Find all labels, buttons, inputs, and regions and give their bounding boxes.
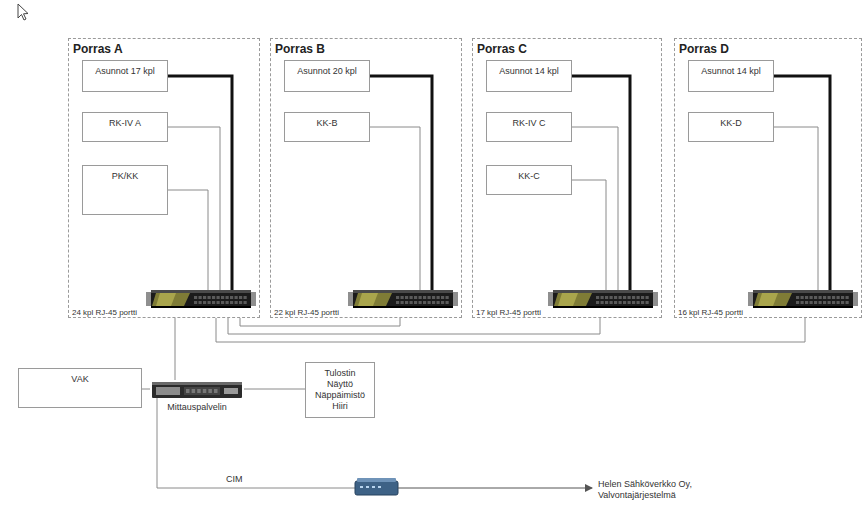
device-box: Asunnot 17 kpl	[82, 60, 168, 92]
network-cable	[168, 190, 208, 290]
stairwell-region: Porras C Asunnot 14 kplRK-IV C KK-C 17 kpl …	[472, 38, 662, 318]
network-cable	[244, 389, 305, 390]
network-switch: 16 kpl RJ-45 portti	[676, 290, 860, 318]
measurement-server: Mittauspalvelin	[150, 380, 244, 424]
device-label: VAK	[19, 374, 141, 385]
apartment-cable	[774, 76, 830, 290]
network-cable	[142, 389, 150, 390]
port-count-label: 16 kpl RJ-45 portti	[678, 308, 743, 318]
network-switch: 24 kpl RJ-45 portti	[70, 290, 258, 318]
device-box: KK-B	[284, 112, 370, 142]
network-switch-icon	[348, 290, 458, 308]
device-label: RK-IV A	[83, 118, 167, 129]
stairwell-region: Porras A Asunnot 17 kplRK-IV A PK/KK 24 kpl…	[68, 38, 260, 318]
device-box: RK-IV C	[486, 112, 572, 142]
network-switch-icon	[146, 290, 256, 308]
stairwell-region: Porras D Asunnot 14 kplKK-D 16 kpl RJ-45 p…	[674, 38, 862, 318]
network-cable	[168, 127, 220, 290]
device-label: Asunnot 14 kpl	[487, 66, 571, 77]
device-label: PK/KK	[83, 171, 167, 182]
network-switch: 17 kpl RJ-45 portti	[474, 290, 660, 318]
stairwell-region: Porras B Asunnot 20 kplKK-B 22 kpl RJ-45 p…	[270, 38, 462, 318]
device-box: KK-D	[688, 112, 774, 142]
region-title: Porras A	[73, 42, 123, 56]
device-box: Tulostin Näyttö Näppäimistö Hiiri	[305, 362, 375, 418]
device-box: VAK	[18, 368, 142, 408]
device-box: PK/KK	[82, 165, 168, 215]
port-count-label: 24 kpl RJ-45 portti	[72, 308, 137, 318]
device-label: RK-IV C	[487, 118, 571, 129]
device-box: Asunnot 20 kpl	[284, 60, 370, 92]
router-icon	[355, 478, 398, 495]
network-cable	[228, 318, 600, 334]
network-cable	[572, 127, 618, 290]
device-box: RK-IV A	[82, 112, 168, 142]
device-label: KK-C	[487, 171, 571, 182]
apartment-cable	[370, 76, 432, 290]
device-label: Tulostin Näyttö Näppäimistö Hiiri	[315, 368, 365, 412]
network-cable	[774, 127, 818, 290]
device-label: KK-D	[689, 118, 773, 129]
network-switch-icon	[748, 290, 858, 308]
destination-label: Helen Sähköverkko Oy, Valvontajärjestelm…	[598, 479, 710, 501]
region-title: Porras D	[679, 42, 729, 56]
network-cable	[240, 318, 400, 326]
port-count-label: 22 kpl RJ-45 portti	[274, 308, 339, 318]
device-label: Asunnot 14 kpl	[689, 66, 773, 77]
server-icon	[152, 382, 242, 398]
network-cable	[216, 318, 805, 342]
outgoing-arrow	[398, 488, 592, 489]
device-label: Asunnot 17 kpl	[83, 66, 167, 77]
interface-label: CIM	[226, 474, 243, 485]
device-box: Asunnot 14 kpl	[486, 60, 572, 92]
cursor-icon	[18, 4, 28, 20]
device-label: KK-B	[285, 118, 369, 129]
port-count-label: 17 kpl RJ-45 portti	[476, 308, 541, 318]
network-cable	[175, 318, 176, 380]
device-box: KK-C	[486, 165, 572, 195]
region-title: Porras C	[477, 42, 527, 56]
network-switch-icon	[548, 290, 658, 308]
apartment-cable	[168, 76, 232, 290]
apartment-cable	[572, 76, 630, 290]
device-box: Asunnot 14 kpl	[688, 60, 774, 92]
region-title: Porras B	[275, 42, 325, 56]
network-cable	[572, 180, 606, 290]
device-label: Asunnot 20 kpl	[285, 66, 369, 77]
network-switch: 22 kpl RJ-45 portti	[272, 290, 460, 318]
network-cable	[370, 127, 420, 290]
device-label: Mittauspalvelin	[150, 402, 244, 413]
